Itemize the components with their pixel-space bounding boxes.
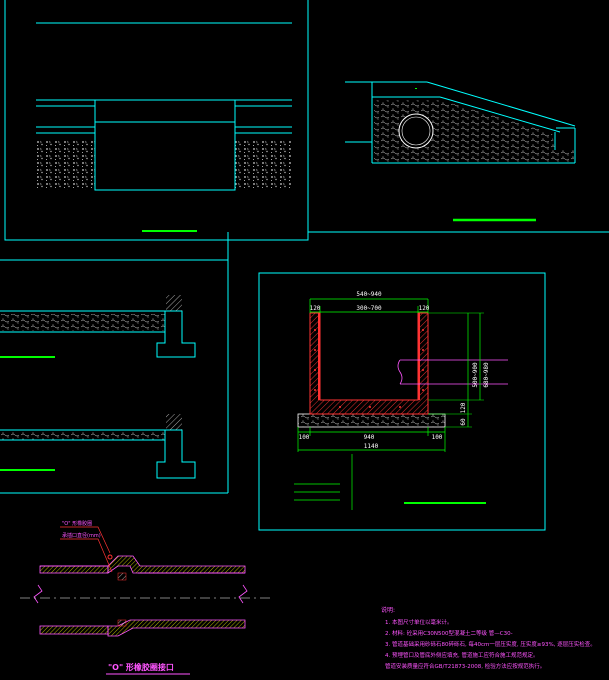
dim-wall-right: 120	[419, 305, 430, 312]
channel-box[interactable]	[94, 99, 236, 191]
dim-pad-left: 100	[299, 434, 310, 441]
note-item-1: 1. 本图尺寸单位以毫米计。	[385, 618, 453, 626]
dim-wall-left: 120	[310, 305, 321, 312]
notes-heading: 说明:	[381, 606, 395, 614]
note-item-4: 4. 预埋管口及管底外侧应填充, 管道施工应符合施工规范规定。	[385, 651, 539, 659]
gravel-fill-right	[235, 140, 292, 190]
note-item-2: 2. 材料: 砼采用C30N500型混凝土二等级 管—C30-	[385, 629, 513, 637]
u-channel-walls[interactable]	[309, 312, 429, 415]
dim-base-h1: 120	[460, 402, 467, 413]
note-item-5: 管道安装质量应符合GB/T21873-2008, 检验方法应按规范执行。	[385, 662, 545, 670]
notes-block: 说明: 1. 本图尺寸单位以毫米计。 2. 材料: 砼采用C30N500型混凝土…	[381, 606, 596, 670]
dim-height-a: 500~900	[472, 362, 479, 388]
panel-slope-section[interactable]	[345, 81, 576, 222]
panel-top-left[interactable]	[4, 0, 309, 241]
dim-overall-width: 540~940	[356, 291, 382, 298]
dim-total-width: 1140	[364, 443, 379, 450]
dim-pad-right: 100	[432, 434, 443, 441]
panel-middle-left[interactable]	[0, 232, 229, 494]
dim-inner-width: 300~700	[356, 305, 382, 312]
dim-base-width: 940	[364, 434, 375, 441]
panel-joint-detail[interactable]: "O" 形橡胶圈 承插口直径(mm) "O" 形橡胶圈接口	[20, 520, 270, 675]
base-pad[interactable]	[297, 413, 446, 428]
gravel-fill-left	[36, 140, 95, 190]
panel-channel-section[interactable]: 540~940 120 300~700 120 500~900 680~980 …	[258, 272, 546, 531]
joint-detail-title: "O" 形橡胶圈接口	[108, 662, 174, 672]
note-item-3: 3. 管道基础采用砂砾石80碎砾石, 每40cm一层压实度, 压实度≥93%, …	[385, 640, 596, 648]
label-socket-diameter: 承插口直径(mm)	[62, 532, 101, 539]
pipe-circle[interactable]	[398, 113, 434, 149]
label-o-ring: "O" 形橡胶圈	[62, 520, 92, 527]
dim-height-b: 680~980	[483, 362, 490, 388]
dim-base-h2: 60	[460, 418, 467, 426]
